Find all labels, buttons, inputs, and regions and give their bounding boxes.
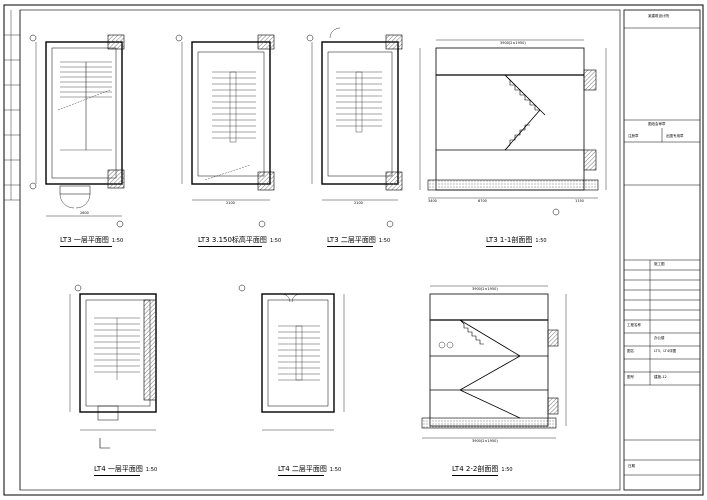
caption-scale: 1:50 bbox=[535, 238, 547, 244]
dim-lt3-sec-top: 3900(2×1950) bbox=[500, 41, 526, 45]
section-lt3-1-1 bbox=[419, 39, 607, 216]
caption-underline bbox=[486, 246, 532, 247]
caption-underline bbox=[327, 246, 373, 247]
section-lt4-2-2 bbox=[421, 285, 567, 439]
dim-lt3-sec-bottom: 6700 bbox=[478, 199, 487, 203]
caption-scale: 1:50 bbox=[111, 238, 124, 244]
caption-scale: 1:50 bbox=[378, 238, 391, 244]
caption-underline bbox=[278, 475, 324, 476]
title-block bbox=[623, 9, 701, 491]
caption-title: LT3 二层平面图 bbox=[327, 236, 376, 244]
tb-drawing-label: 图名 bbox=[627, 349, 634, 353]
tb-sheet: 建施-12 bbox=[654, 375, 667, 379]
caption-title: LT4 2-2剖面图 bbox=[452, 465, 499, 473]
tb-date: 日期 bbox=[628, 464, 635, 468]
dim-lt3-2f-width: 2100 bbox=[354, 201, 363, 205]
plan-lt3-1f bbox=[29, 34, 125, 228]
tb-drawing: LT3、LT4详图 bbox=[654, 349, 677, 353]
left-binding-strip bbox=[4, 34, 20, 201]
caption-underline bbox=[94, 475, 140, 476]
plan-lt4-1f bbox=[69, 284, 157, 449]
dim-lt3-1f-width: 2600 bbox=[80, 211, 89, 215]
caption-title: LT3 3.150标高平面图 bbox=[198, 236, 267, 244]
caption-underline bbox=[60, 246, 112, 247]
caption-scale: 1:50 bbox=[269, 238, 282, 244]
caption-underline bbox=[198, 246, 262, 247]
plan-lt3-mid bbox=[175, 34, 275, 228]
tb-sheet-label: 图号 bbox=[627, 375, 634, 379]
caption-scale: 1:50 bbox=[501, 467, 513, 473]
caption-scale: 1:50 bbox=[145, 467, 158, 473]
dim-lt4-sec-top: 3900(2×1950) bbox=[472, 287, 498, 291]
tb-company: 某建筑设计院 bbox=[648, 14, 669, 18]
tb-project: 办公楼 bbox=[654, 336, 665, 340]
plan-lt3-2f bbox=[306, 27, 403, 228]
tb-note-register: 注册章 bbox=[628, 134, 639, 138]
tb-stage: 施工图 bbox=[654, 262, 665, 266]
caption-title: LT4 一层平面图 bbox=[94, 465, 143, 473]
dim-lt3-sec-right: 1150 bbox=[575, 199, 584, 203]
caption-title: LT3 一层平面图 bbox=[60, 236, 109, 244]
caption-underline bbox=[452, 475, 498, 476]
caption-title: LT4 二层平面图 bbox=[278, 465, 327, 473]
caption-scale: 1:50 bbox=[329, 467, 342, 473]
caption-title: LT3 1-1剖面图 bbox=[486, 236, 533, 244]
tb-project-label: 工程名称 bbox=[627, 323, 641, 327]
tb-note-stamp: 出图专用章 bbox=[666, 134, 684, 138]
dim-lt3-sec-left: 3400 bbox=[428, 199, 437, 203]
dim-lt3-mid-width: 2100 bbox=[226, 201, 235, 205]
plan-lt4-2f bbox=[238, 284, 345, 431]
dim-lt4-sec-bottom: 3900(2×1950) bbox=[472, 439, 498, 443]
tb-note-review: 图纸会审章 bbox=[648, 122, 666, 126]
sheet-frame bbox=[3, 4, 704, 496]
